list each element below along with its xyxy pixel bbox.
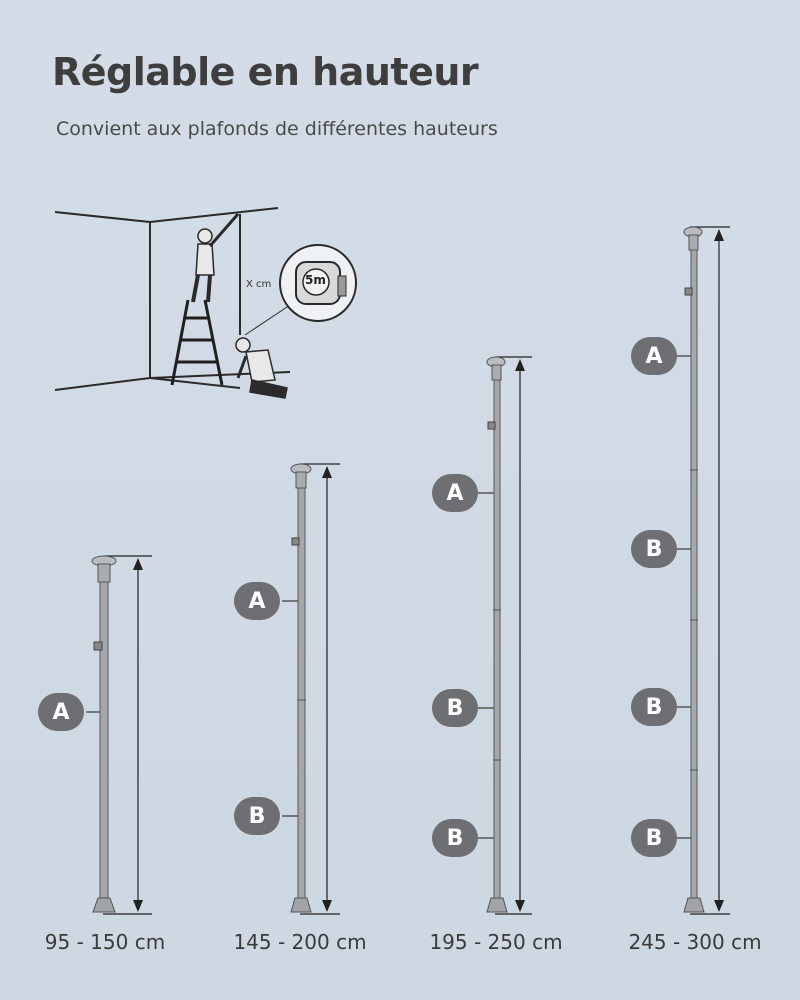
range-caption: 245 - 300 cm	[628, 930, 762, 954]
segment-badge: A	[631, 337, 677, 375]
measure-label: X cm	[246, 279, 272, 290]
tension-pole-icon	[676, 226, 730, 915]
tape-label: 5m	[305, 273, 326, 287]
person-icon	[235, 337, 288, 399]
segment-badge: B	[631, 819, 677, 857]
measuring-tape-icon	[279, 244, 357, 322]
segment-badge: B	[432, 819, 478, 857]
range-caption: 195 - 250 cm	[429, 930, 563, 954]
range-caption: 145 - 200 cm	[233, 930, 367, 954]
segment-badge: B	[432, 689, 478, 727]
segment-badge: A	[432, 474, 478, 512]
tension-pole-icon	[282, 463, 340, 915]
tension-pole-icon	[86, 555, 152, 915]
tension-pole-icon	[478, 356, 532, 915]
segment-badge: A	[38, 693, 84, 731]
ladder-icon	[170, 299, 224, 386]
person-icon	[191, 213, 240, 303]
segment-badge: A	[234, 582, 280, 620]
segment-badge: B	[234, 797, 280, 835]
page-title: Réglable en hauteur	[52, 50, 479, 94]
segment-badge: B	[631, 530, 677, 568]
page-subtitle: Convient aux plafonds de différentes hau…	[56, 118, 498, 140]
range-caption: 95 - 150 cm	[44, 930, 166, 954]
segment-badge: B	[631, 688, 677, 726]
